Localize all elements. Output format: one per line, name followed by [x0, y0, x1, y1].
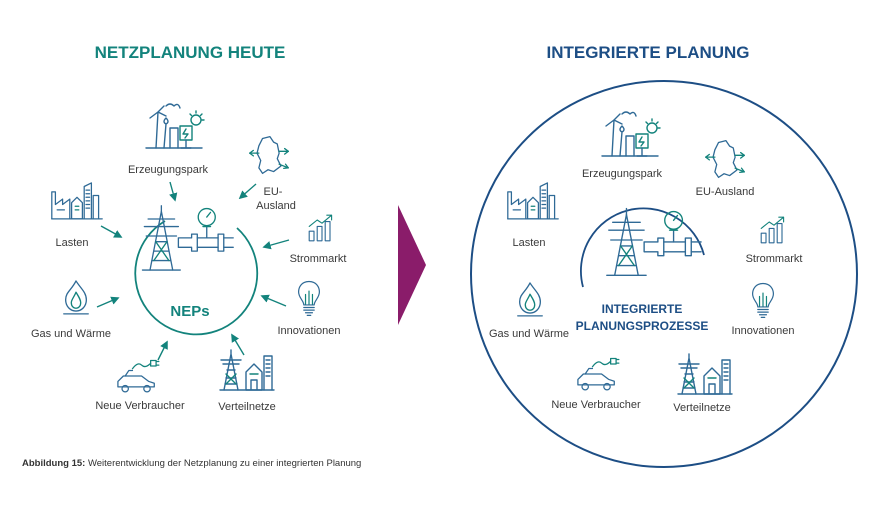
arrow-innovationen — [260, 294, 287, 307]
power-plant-icon — [601, 111, 661, 157]
eu-map-icon — [249, 135, 289, 175]
electric-car-icon — [117, 359, 160, 393]
distribution-grid-icon — [219, 349, 275, 391]
right-panel: INTEGRIERTE PLANUNG INTEGRIERTE PLANUNGS… — [470, 43, 858, 468]
neps-circle — [134, 220, 259, 336]
label-lasten: Lasten — [55, 237, 88, 249]
market-chart-icon — [308, 214, 333, 242]
center-label-line1: INTEGRIERTE — [602, 302, 683, 316]
gas-flame-icon — [63, 280, 89, 315]
inner-arc — [580, 207, 705, 288]
label-innovationen: Innovationen — [278, 325, 341, 337]
label-gas-waerme: Gas und Wärme — [31, 328, 111, 340]
left-panel: NETZPLANUNG HEUTE NEPs Erzeugungspark EU… — [31, 43, 346, 413]
label-gas-waerme: Gas und Wärme — [489, 328, 569, 340]
label-ausland: Ausland — [256, 200, 296, 212]
gas-flame-icon — [517, 282, 543, 317]
center-label-line2: PLANUNGSPROZESSE — [576, 319, 709, 333]
caption-text: Weiterentwicklung der Netzplanung zu ein… — [85, 458, 361, 469]
right-title: INTEGRIERTE PLANUNG — [546, 43, 749, 62]
label-eu-ausland: EU-Ausland — [696, 186, 755, 198]
arrow-neue-verbraucher — [157, 340, 168, 361]
figure-caption: Abbildung 15: Weiterentwicklung der Netz… — [22, 458, 361, 469]
arrow-gas-waerme — [96, 296, 120, 308]
arrow-lasten — [100, 225, 123, 238]
label-verteilnetze: Verteilnetze — [673, 402, 730, 414]
pylon-pipe-icon — [606, 207, 702, 277]
label-eu: EU- — [264, 186, 283, 198]
arrow-erzeugungspark — [169, 181, 178, 202]
label-strommarkt: Strommarkt — [290, 253, 347, 265]
transition-arrow — [398, 205, 426, 325]
arrow-eu-ausland — [238, 183, 257, 200]
label-erzeugungspark: Erzeugungspark — [582, 168, 663, 180]
label-neue-verbraucher: Neue Verbraucher — [551, 399, 641, 411]
outer-circle — [470, 80, 858, 468]
lightbulb-icon — [751, 282, 775, 318]
pylon-pipe-icon — [141, 205, 234, 271]
label-strommarkt: Strommarkt — [746, 253, 803, 265]
neps-label: NEPs — [170, 303, 209, 320]
power-plant-icon — [145, 103, 205, 149]
arrow-strommarkt — [262, 239, 290, 250]
eu-map-icon — [705, 139, 745, 179]
arrow-verteilnetze — [231, 333, 245, 356]
caption-label: Abbildung 15: — [22, 458, 85, 469]
buildings-icon — [507, 182, 559, 220]
left-title: NETZPLANUNG HEUTE — [95, 43, 286, 62]
lightbulb-icon — [297, 280, 321, 316]
electric-car-icon — [577, 357, 620, 391]
market-chart-icon — [760, 216, 785, 244]
label-lasten: Lasten — [512, 237, 545, 249]
label-verteilnetze: Verteilnetze — [218, 401, 275, 413]
buildings-icon — [51, 182, 103, 220]
label-neue-verbraucher: Neue Verbraucher — [95, 400, 185, 412]
distribution-grid-icon — [677, 353, 733, 395]
label-innovationen: Innovationen — [732, 325, 795, 337]
label-erzeugungspark: Erzeugungspark — [128, 164, 209, 176]
